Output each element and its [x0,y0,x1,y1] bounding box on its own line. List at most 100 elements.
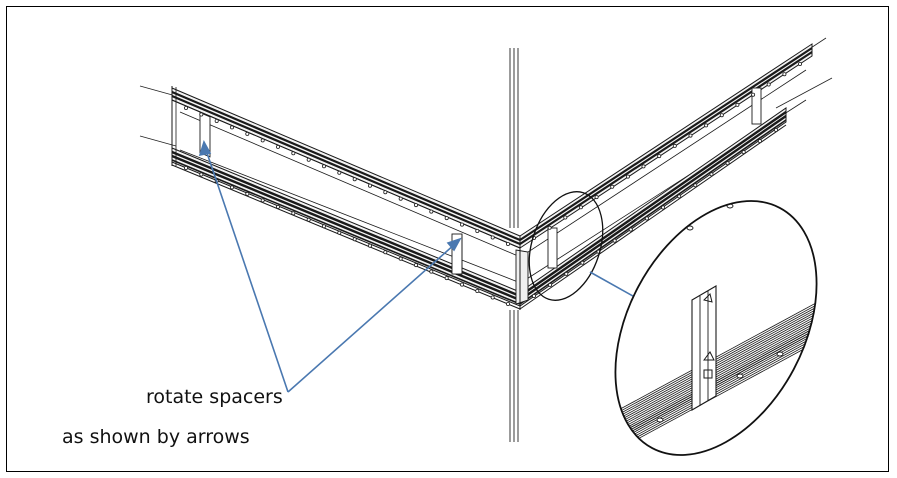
bolt-hole [704,123,709,128]
rail-groove-line [599,324,841,456]
bolt-hole [612,238,617,243]
bolt-hole [229,125,234,130]
bolt-hole [383,190,388,195]
bolt-hole [628,227,633,232]
bolt-hole [641,164,646,169]
bolt-hole [610,184,615,189]
rail-groove-line [599,291,841,423]
rail-groove-line [599,289,841,421]
bolt-hole [383,250,388,255]
leader-arrow-right [287,243,456,393]
bolt-hole [199,172,204,177]
bolt-hole [306,217,311,222]
bolt-hole [398,196,403,201]
bolt-hole [275,144,280,149]
bolt-hole [644,216,649,221]
bolt-hole [741,150,746,155]
corner-joint [515,236,529,310]
bolt-hole [367,243,372,248]
bolt-hole [563,215,568,220]
bolt-hole [413,203,418,208]
rail-groove-line [599,311,841,443]
leader-arrow-icon [446,237,462,252]
bolt-hole [199,112,204,117]
bolt-hole [672,143,677,148]
bolt-hole [580,260,585,265]
rail-groove-line [599,318,841,449]
bolt-hole [214,119,219,124]
bolt-hole [578,205,583,210]
bolt-hole [398,256,403,261]
bolt-hole [490,295,495,300]
bolt-hole [429,209,434,214]
rail-groove-line [599,294,841,425]
rail-groove-line [599,305,841,436]
bolt-hole [677,194,682,199]
rail-groove-line [599,302,841,434]
bolt-hole [321,224,326,229]
bolt-hole [505,301,510,306]
bolt-hole [751,92,756,97]
rail-groove-line [599,309,841,441]
bolt-hole [444,216,449,221]
vertical-column [509,48,519,442]
bolt-hole [686,225,694,231]
rail-groove-line [599,298,841,430]
bolt-hole [774,127,779,132]
bolt-hole [661,205,666,210]
bolt-hole [459,282,464,287]
bolt-hole [291,211,296,216]
caption-line-1: rotate spacers [146,386,283,408]
bolt-hole [564,271,569,276]
bolt-hole [275,204,280,209]
bolt-hole [505,241,510,246]
leader-arrow-left [205,149,289,393]
bolt-hole [306,157,311,162]
bolt-hole [646,247,654,253]
bolt-hole [490,235,495,240]
bolt-hole [260,138,265,143]
rail-groove-line [599,300,841,432]
caption-line-2: as shown by arrows [62,426,250,448]
bolt-hole [657,154,662,159]
bolt-hole [367,183,372,188]
bolt-hole [766,181,774,187]
bolt-hole [693,183,698,188]
bolt-hole [625,174,630,179]
bolt-hole [548,282,553,287]
bolt-hole [245,191,250,196]
bolt-hole [459,222,464,227]
bolt-hole [245,131,250,136]
bolt-hole [719,113,724,118]
rail-groove-line [599,313,841,445]
bolt-hole [736,373,744,379]
bolt-hole [709,172,714,177]
rail-groove-line [599,326,841,458]
bolt-hole [352,237,357,242]
bolt-hole [656,417,664,423]
bolt-hole [444,276,449,281]
bolt-hole [547,225,552,230]
bolt-hole [429,269,434,274]
bolt-hole [766,82,771,87]
bolt-hole [757,139,762,144]
bolt-hole [594,195,599,200]
bolt-hole [413,263,418,268]
bolt-hole [688,133,693,138]
rail-groove-line [599,307,841,438]
bolt-hole [183,165,188,170]
bolt-hole [782,72,787,77]
left-beam [171,86,521,310]
detail-callout-circle [528,191,604,301]
bolt-hole [798,62,803,67]
leader-arrow-icon [198,139,212,157]
bolt-hole [352,177,357,182]
bolt-hole [475,288,480,293]
rail-groove-line [599,315,841,447]
bolt-hole [321,164,326,169]
bolt-hole [725,161,730,166]
detail-magnifier-circle [614,200,818,456]
bolt-hole [776,351,784,357]
bolt-hole [475,228,480,233]
